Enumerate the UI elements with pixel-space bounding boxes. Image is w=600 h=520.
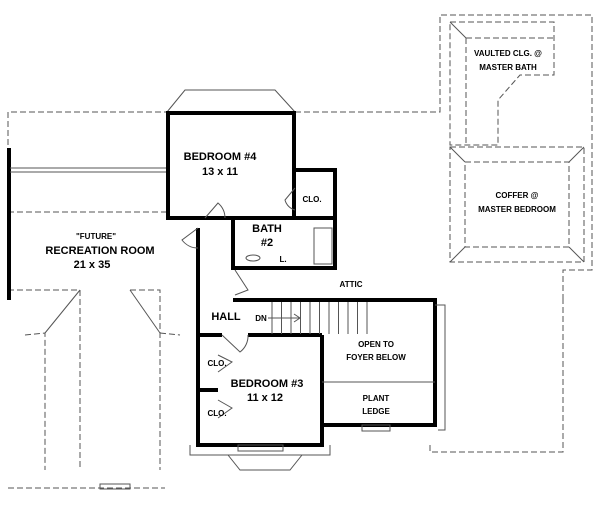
window-icon [361, 424, 391, 432]
closet-label: CLO. [302, 195, 321, 204]
bath2-label: BATH [252, 223, 282, 235]
bedroom3-size: 11 x 12 [247, 392, 283, 404]
bath2-number: #2 [261, 237, 273, 249]
open-foyer-line2: FOYER BELOW [346, 353, 406, 362]
hall-label: HALL [211, 311, 241, 323]
plant-ledge-line2: LEDGE [362, 407, 390, 416]
closet-upper-label: CLO. [207, 359, 226, 368]
bedroom4-size: 13 x 11 [202, 166, 238, 178]
stairs-down-label: DN [255, 314, 267, 323]
recreation-size: 21 x 35 [74, 259, 111, 271]
outline-dashed [7, 14, 593, 489]
vaulted-line2: MASTER BATH [479, 63, 537, 72]
linen-label: L. [279, 255, 286, 264]
sink-icon [245, 254, 261, 262]
tub-icon [313, 227, 333, 265]
window-icon [237, 444, 284, 452]
window-icon [99, 483, 131, 490]
plant-ledge-line1: PLANT [363, 394, 390, 403]
coffer-line2: MASTER BEDROOM [478, 205, 556, 214]
recreation-name: RECREATION ROOM [45, 245, 154, 257]
bedroom4-name: BEDROOM #4 [184, 151, 258, 163]
doors [99, 187, 391, 490]
coffer-line1: COFFER @ [496, 191, 539, 200]
arrow-head-icon [293, 313, 301, 323]
bedroom3-name: BEDROOM #3 [231, 378, 304, 390]
walls [7, 89, 446, 471]
open-foyer-line1: OPEN TO [358, 340, 394, 349]
closet-lower-label: CLO. [207, 409, 226, 418]
vaulted-line1: VAULTED CLG. @ [474, 49, 542, 58]
future-note: "FUTURE" [76, 232, 116, 241]
attic-label: ATTIC [340, 280, 363, 289]
